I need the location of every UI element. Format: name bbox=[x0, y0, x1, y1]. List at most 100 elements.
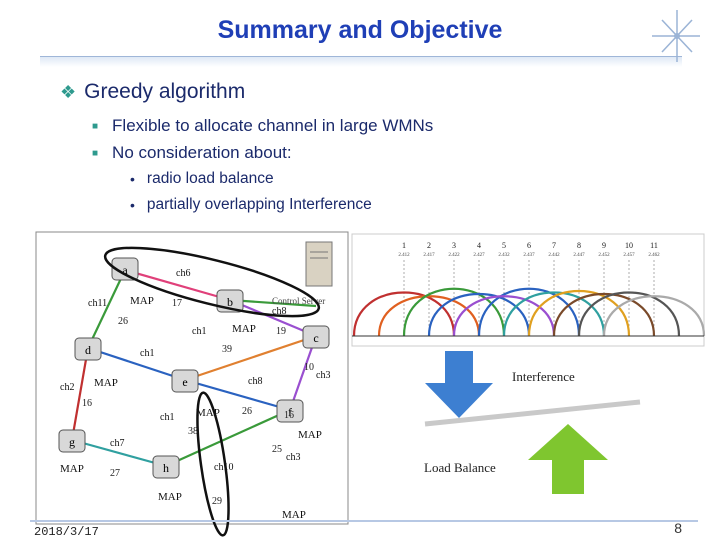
balance-line bbox=[424, 399, 641, 427]
server-label: Control Server bbox=[272, 296, 325, 306]
svg-text:2.452: 2.452 bbox=[598, 253, 610, 258]
svg-text:6: 6 bbox=[527, 241, 531, 250]
channel-label: ch3 bbox=[316, 370, 330, 381]
map-label: MAP bbox=[196, 407, 220, 419]
dot-bullet-icon: • bbox=[130, 171, 135, 187]
map-label: MAP bbox=[298, 429, 322, 441]
svg-text:7: 7 bbox=[552, 241, 556, 250]
footer-date: 2018/3/17 bbox=[34, 525, 99, 539]
channel-label: ch6 bbox=[176, 268, 190, 279]
sub-bullet-1-text: Flexible to allocate channel in large WM… bbox=[112, 116, 434, 135]
node-a: a bbox=[111, 257, 139, 281]
svg-text:e: e bbox=[182, 375, 187, 389]
svg-text:a: a bbox=[122, 263, 128, 277]
link-weight: 17 bbox=[172, 298, 182, 309]
square-bullet-icon: ■ bbox=[92, 147, 99, 159]
svg-text:8: 8 bbox=[577, 241, 581, 250]
highlight-ellipse-top bbox=[103, 246, 321, 318]
svg-text:2.447: 2.447 bbox=[573, 253, 585, 258]
sub-bullet-2: ■ No consideration about: bbox=[92, 143, 292, 163]
bullet-greedy: ❖ Greedy algorithm bbox=[60, 80, 245, 104]
svg-text:2.422: 2.422 bbox=[448, 253, 460, 258]
svg-text:f: f bbox=[288, 405, 292, 419]
link-weight: 26 bbox=[242, 406, 252, 417]
title-divider bbox=[40, 56, 682, 67]
link-weight: 19 bbox=[276, 326, 286, 337]
channel-label: ch7 bbox=[110, 438, 124, 449]
interference-arrow-icon bbox=[425, 351, 493, 418]
svg-text:h: h bbox=[163, 461, 169, 475]
square-bullet-icon: ■ bbox=[92, 120, 99, 132]
map-label: MAP bbox=[130, 295, 154, 307]
svg-text:2.442: 2.442 bbox=[548, 253, 560, 258]
server-icon bbox=[305, 241, 333, 287]
channel-overlap-panel: 1 2 3 4 5 6 7 8 9 10 11 2.412 2.417 2.42… bbox=[351, 233, 706, 347]
sub-bullet-2-text: No consideration about: bbox=[112, 143, 292, 162]
map-label: MAP bbox=[158, 491, 182, 503]
node-c: c bbox=[302, 325, 330, 349]
svg-text:1: 1 bbox=[402, 241, 406, 250]
dot-bullet-icon: • bbox=[130, 197, 135, 213]
svg-text:2.432: 2.432 bbox=[498, 253, 510, 258]
map-label: MAP bbox=[94, 377, 118, 389]
channel-label: ch8 bbox=[272, 306, 286, 317]
link-weight: 29 bbox=[212, 496, 222, 507]
channel-label: ch11 bbox=[88, 298, 107, 309]
svg-text:2.462: 2.462 bbox=[648, 253, 660, 258]
svg-text:2.417: 2.417 bbox=[423, 253, 435, 258]
svg-text:c: c bbox=[313, 331, 318, 345]
sub-sub-bullet-1-text: radio load balance bbox=[146, 170, 274, 187]
channel-label: ch2 bbox=[60, 382, 74, 393]
interference-label: Interference bbox=[512, 369, 575, 384]
svg-text:g: g bbox=[69, 435, 75, 449]
map-label: MAP bbox=[60, 463, 84, 475]
link-weight: 27 bbox=[110, 468, 120, 479]
svg-text:2: 2 bbox=[427, 241, 431, 250]
sub-sub-bullet-1: • radio load balance bbox=[130, 170, 274, 188]
link-weight: 10 bbox=[304, 362, 314, 373]
node-g: g bbox=[58, 429, 86, 453]
map-label: MAP bbox=[232, 323, 256, 335]
svg-text:2.457: 2.457 bbox=[623, 253, 635, 258]
channel-label: ch1 bbox=[192, 326, 206, 337]
svg-text:d: d bbox=[85, 343, 91, 357]
svg-text:3: 3 bbox=[452, 241, 456, 250]
sub-sub-bullet-2-text: partially overlapping Interference bbox=[146, 196, 372, 213]
svg-text:2.412: 2.412 bbox=[398, 253, 410, 258]
svg-text:2.437: 2.437 bbox=[523, 253, 535, 258]
link-weight: 26 bbox=[118, 316, 128, 327]
svg-text:b: b bbox=[227, 295, 233, 309]
svg-text:9: 9 bbox=[602, 241, 606, 250]
load-balance-arrow-icon bbox=[528, 424, 608, 494]
node-h: h bbox=[152, 455, 180, 479]
svg-text:10: 10 bbox=[625, 241, 633, 250]
network-diagram: a b c d e f g bbox=[35, 231, 706, 537]
slide-title: Summary and Objective bbox=[217, 16, 503, 44]
network-nodes: a b c d e f g bbox=[58, 257, 330, 479]
channel-label: ch10 bbox=[214, 462, 233, 473]
svg-text:5: 5 bbox=[502, 241, 506, 250]
sparkle-logo-icon bbox=[652, 10, 700, 62]
svg-text:4: 4 bbox=[477, 241, 481, 250]
page-number: 8 bbox=[674, 520, 682, 536]
link-weight: 16 bbox=[284, 410, 294, 421]
link-weight: 38 bbox=[188, 426, 198, 437]
svg-text:2.427: 2.427 bbox=[473, 253, 485, 258]
link-weight: 25 bbox=[272, 444, 282, 455]
svg-text:11: 11 bbox=[650, 241, 658, 250]
map-label: MAP bbox=[282, 509, 306, 521]
link-weight: 39 bbox=[222, 344, 232, 355]
link-weight: 16 bbox=[82, 398, 92, 409]
load-balance-label: Load Balance bbox=[424, 460, 496, 475]
footer-divider bbox=[30, 520, 698, 522]
channel-label: ch3 bbox=[286, 452, 300, 463]
channel-label: ch8 bbox=[248, 376, 262, 387]
diamond-bullet-icon: ❖ bbox=[60, 81, 77, 102]
bullet-greedy-text: Greedy algorithm bbox=[84, 80, 246, 103]
channel-label: ch1 bbox=[160, 412, 174, 423]
sub-sub-bullet-2: • partially overlapping Interference bbox=[130, 196, 372, 214]
node-d: d bbox=[74, 337, 102, 361]
node-f: f bbox=[276, 399, 304, 423]
node-e: e bbox=[171, 369, 199, 393]
